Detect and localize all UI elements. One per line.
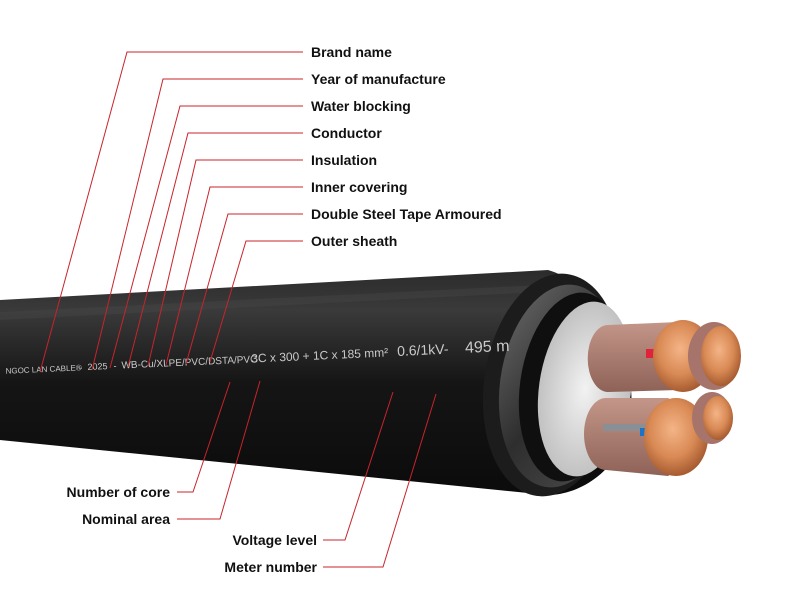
leader-insulation [147,159,303,367]
leader-outer-sheath [209,240,303,363]
conductor-core-bottom-right [692,392,733,444]
copper-conductor-top-right [701,326,741,386]
label-inner-covering: Inner covering [311,179,408,195]
grey-stripe [603,424,651,431]
leader-meter [323,393,437,568]
label-outer-sheath: Outer sheath [311,233,398,249]
leader-number-of-core [177,381,231,493]
label-conductor: Conductor [311,125,382,141]
sheath-highlight [0,285,540,320]
leader-steel-tape [185,213,303,365]
label-year-of-manufacture: Year of manufacture [311,71,446,87]
leader-conductor [127,132,303,368]
label-brand-name: Brand name [311,44,392,60]
leader-nominal-area [177,380,261,520]
leader-inner-covering [165,186,303,366]
cable-end-section [482,273,741,497]
leader-voltage [323,391,394,541]
outer-sheath-body [0,270,632,495]
label-insulation: Insulation [311,152,378,168]
marking-sep-2: - [113,361,116,371]
leader-brand-name [39,51,303,373]
cable-body [0,270,632,495]
marking-voltage: 0.6/1kV- [397,341,449,359]
leader-lines [39,51,437,568]
marking-cores-area: 3C x 300 + 1C x 185 mm² [251,345,389,365]
label-meter-number: Meter number [224,559,317,575]
leader-water-blocking [109,105,303,369]
label-nominal-area: Nominal area [82,511,170,527]
label-voltage-level: Voltage level [232,532,317,548]
label-double-steel-tape: Double Steel Tape Armoured [311,206,502,222]
marking-sep-1: - [79,363,82,372]
copper-conductor-blue [644,398,708,476]
cable-marking: NGOC LAN CABLE® - 2025 - WB-Cu/XLPE/PVC/… [5,338,510,376]
marking-brand: NGOC LAN CABLE® [5,363,82,375]
label-water-blocking: Water blocking [311,98,411,114]
conductor-core-top-right [688,322,741,390]
label-number-of-core: Number of core [66,484,170,500]
leader-year [91,78,303,371]
copper-conductor-bottom-right [703,396,733,440]
marking-meter: 495 m [465,338,510,357]
marking-year: 2025 [87,361,107,372]
conductor-core-blue [584,398,708,476]
